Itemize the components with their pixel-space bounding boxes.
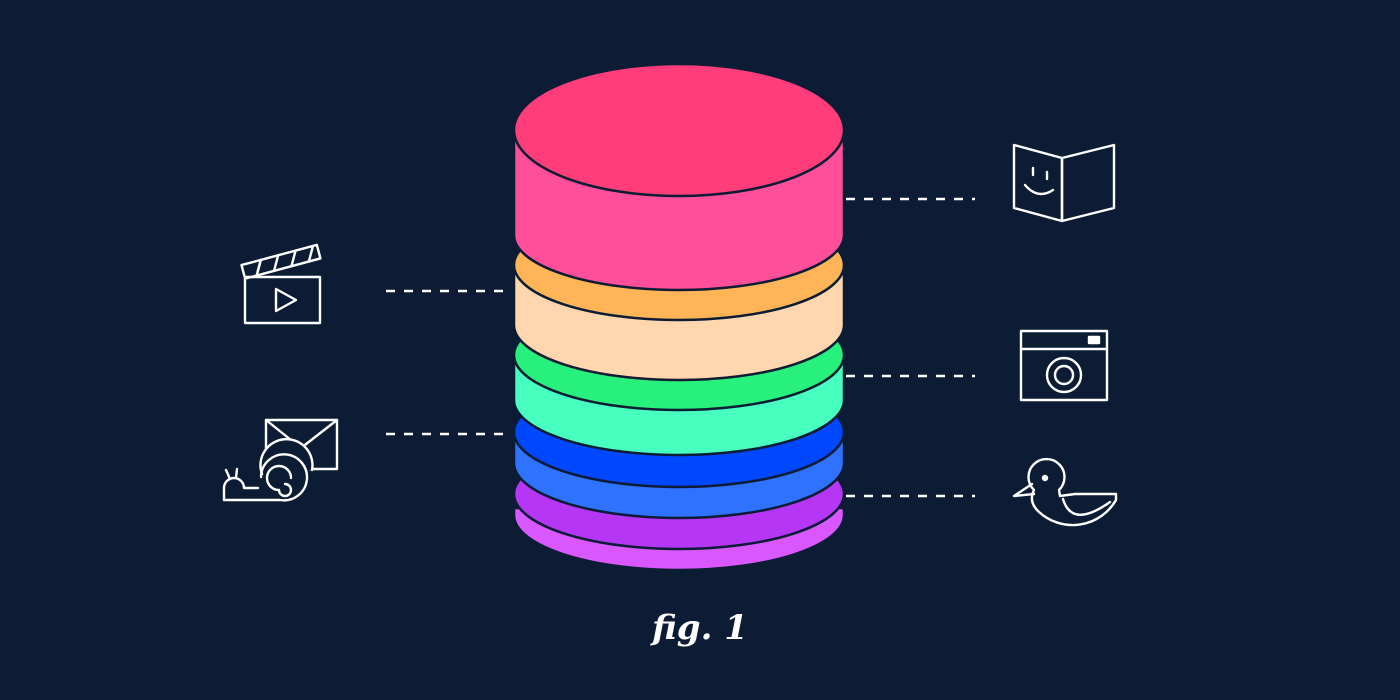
camera-icon — [1019, 329, 1109, 402]
figure-caption: fig. 1 — [652, 608, 748, 648]
smiley-book-icon — [1012, 143, 1116, 223]
bird-icon — [1012, 457, 1118, 527]
clapperboard-icon — [240, 243, 322, 325]
database-cylinder — [512, 62, 846, 572]
top-layer-top — [512, 62, 846, 198]
snail-mail-icon — [222, 418, 339, 502]
